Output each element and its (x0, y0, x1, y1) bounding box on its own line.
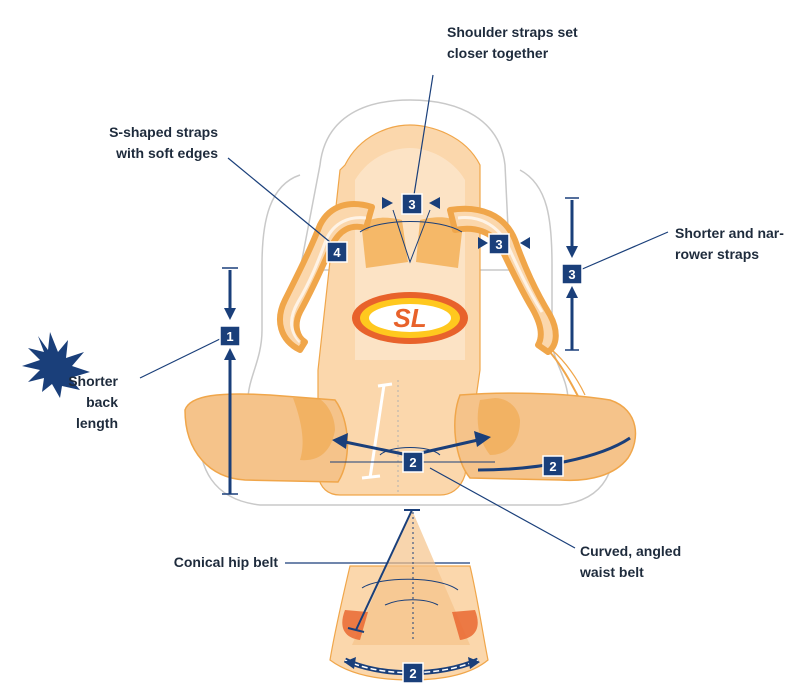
label-curved-belt-line1: Curved, angled (580, 543, 681, 559)
right-shoulder-pad (416, 217, 462, 268)
badge-sshaped: 4 (326, 241, 348, 263)
label-shoulder-straps-line1: Shoulder straps set (447, 24, 578, 40)
label-shoulder-straps-line2: closer together (447, 45, 549, 61)
label-back-length-line1: Shorter (68, 373, 118, 389)
badge-shoulder-right: 3 (488, 233, 510, 255)
sl-logo-text: SL (393, 303, 426, 333)
leader-lines (139, 74, 669, 564)
badge-waist-center: 2 (402, 451, 424, 473)
svg-text:2: 2 (549, 459, 556, 474)
label-back-length-line2: back (86, 394, 118, 410)
svg-text:3: 3 (408, 197, 415, 212)
badge-strap-side: 3 (561, 263, 583, 285)
right-pad-arrow-right-icon (520, 237, 530, 249)
svg-text:3: 3 (568, 267, 575, 282)
badge-hip-bottom: 2 (402, 662, 424, 684)
right-waist-wing (454, 392, 637, 482)
left-waist-wing (184, 393, 349, 483)
starburst-icon (22, 332, 90, 398)
badge-waist-right: 2 (542, 455, 564, 477)
yoke-arc (359, 221, 463, 233)
center-left-arrow-icon (382, 197, 393, 209)
left-shoulder-pad (362, 217, 408, 268)
svg-text:2: 2 (409, 666, 416, 681)
strap-length-arrow (565, 197, 579, 351)
waist-angle-arc (379, 447, 441, 456)
left-sshaped-strap (277, 201, 375, 353)
back-length-arrow (222, 267, 238, 495)
svg-text:2: 2 (409, 455, 416, 470)
label-shorter-narrower-line2: rower straps (675, 246, 759, 262)
label-back-length-line3: length (76, 415, 118, 431)
label-sshaped-line2: with soft edges (115, 145, 218, 161)
conical-hip-belt (329, 509, 489, 681)
sl-logo: SL (352, 292, 468, 344)
badge-shoulder-center: 3 (401, 193, 423, 215)
svg-text:4: 4 (333, 245, 341, 260)
center-right-arrow-icon (429, 197, 440, 209)
label-curved-belt-line2: waist belt (579, 564, 644, 580)
svg-text:3: 3 (495, 237, 502, 252)
svg-text:1: 1 (226, 329, 233, 344)
label-conical-hip-belt: Conical hip belt (174, 554, 279, 570)
badge-back-length: 1 (219, 325, 241, 347)
right-pad-arrow-left-icon (478, 237, 488, 249)
label-sshaped-line1: S-shaped straps (109, 124, 218, 140)
label-shorter-narrower-line1: Shorter and nar- (675, 225, 784, 241)
yoke-lines (392, 209, 431, 264)
